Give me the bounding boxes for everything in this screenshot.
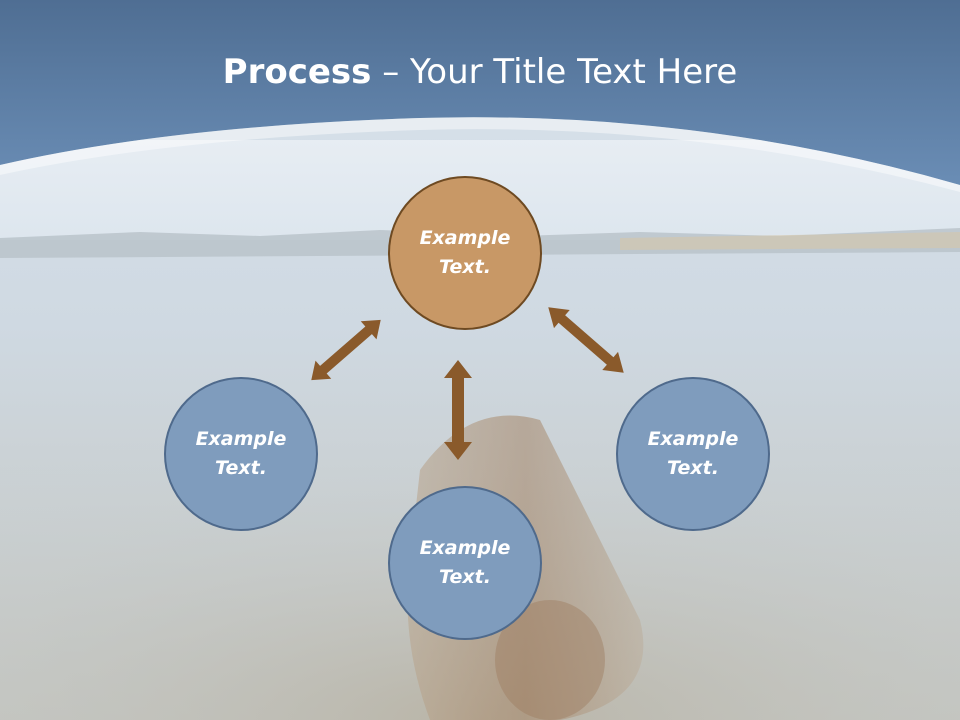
title-dash: – bbox=[371, 52, 411, 92]
bottom-node-line2: Text. bbox=[439, 566, 491, 588]
double-arrow-vertical bbox=[444, 360, 472, 460]
left-node-line1: Example bbox=[195, 428, 287, 450]
double-arrow-left bbox=[311, 319, 381, 381]
page-title: Process – Your Title Text Here bbox=[0, 52, 960, 92]
center-node-line2: Text. bbox=[439, 256, 491, 278]
bottom-node-line1: Example bbox=[419, 537, 511, 559]
center-node-line1: Example bbox=[419, 227, 511, 249]
title-bold: Process bbox=[222, 52, 372, 92]
right-node-line2: Text. bbox=[667, 457, 719, 479]
double-arrow-right bbox=[548, 307, 624, 373]
left-node-line2: Text. bbox=[215, 457, 267, 479]
title-rest: Your Title Text Here bbox=[410, 52, 738, 92]
right-node-line1: Example bbox=[647, 428, 739, 450]
